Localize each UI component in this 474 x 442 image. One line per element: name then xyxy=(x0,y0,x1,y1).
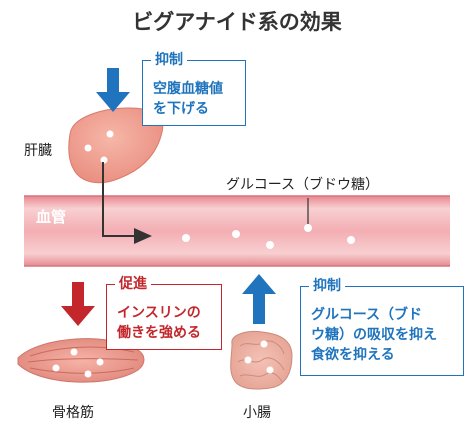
intestine-effect-text: グルコース（ブド ウ糖）の吸収を抑え 食欲を抑える xyxy=(311,307,437,363)
muscle-effect-box: 促進 インスリンの 働きを強める xyxy=(106,274,222,350)
liver-illustration xyxy=(68,107,164,184)
glucose-particles xyxy=(182,224,355,249)
intestine-illustration xyxy=(230,331,293,390)
muscle-effect-tag: 促進 xyxy=(115,274,151,294)
intestine-inhibit-arrow xyxy=(242,274,276,324)
intestine-effect-box: 抑制 グルコース（ブド ウ糖）の吸収を抑え 食欲を抑える xyxy=(300,276,464,376)
muscle-effect-text: インスリンの 働きを強める xyxy=(117,305,201,341)
muscle-label: 骨格筋 xyxy=(52,405,94,421)
liver-inhibit-arrow xyxy=(96,68,130,112)
glucose-label: グルコース（ブドウ糖） xyxy=(226,177,380,193)
muscle-promote-arrow xyxy=(61,282,95,326)
liver-effect-box: 抑制 空腹血糖値 を下げる xyxy=(142,50,246,126)
diagram-title: ビグアナイド系の効果 xyxy=(132,10,342,34)
intestine-label: 小腸 xyxy=(243,405,271,421)
liver-effect-text: 空腹血糖値 を下げる xyxy=(153,81,223,117)
liver-effect-tag: 抑制 xyxy=(151,50,187,70)
blood-vessel-label: 血管 xyxy=(36,208,67,226)
liver-label: 肝臓 xyxy=(24,143,52,159)
liver-output-arrow xyxy=(102,162,152,244)
intestine-effect-tag: 抑制 xyxy=(309,276,345,296)
